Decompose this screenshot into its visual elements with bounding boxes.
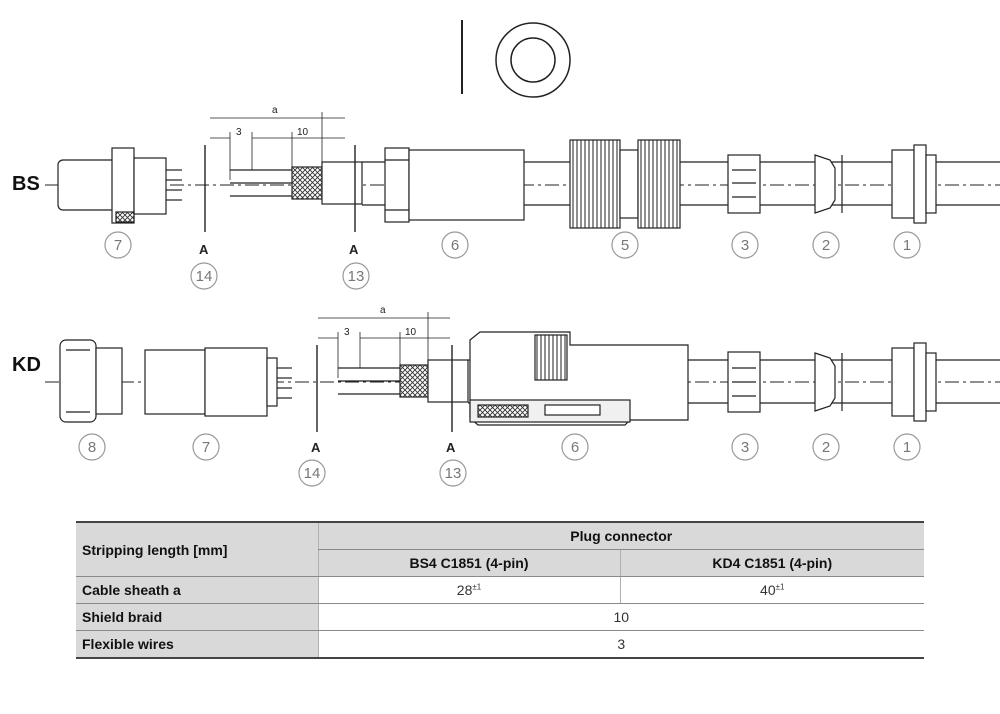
kd-callout-2: 2 [822, 439, 830, 456]
kd-callout-6: 6 [571, 439, 579, 456]
cell-bs4-sheath: 28±1 [317, 576, 620, 604]
bs-callout-1: 1 [903, 237, 911, 254]
stripping-length-table: Stripping length [mm] Plug connector BS4… [76, 521, 924, 659]
washer-detail [461, 20, 571, 98]
bs-section-a-left: A [199, 242, 209, 257]
bs-part-1-gland [891, 144, 937, 224]
bs-callout-13: 13 [348, 268, 365, 285]
kd-dim-10: 10 [405, 327, 417, 338]
kd-callout-3: 3 [741, 439, 749, 456]
bs-assembly: BS A [12, 105, 1000, 257]
bs-part-7-insert [57, 147, 182, 224]
assembly-diagram: BS A [12, 20, 1000, 487]
bs-part-3-clamp [727, 154, 761, 214]
kd-callout-7: 7 [202, 439, 210, 456]
bs-callout-6: 6 [451, 237, 459, 254]
table-col-bs4: BS4 C1851 (4-pin) [317, 549, 620, 577]
bs-callouts [104, 231, 921, 290]
bs-callout-14: 14 [196, 268, 213, 285]
bs-part-2-seal [814, 154, 843, 214]
bs-part-6-sleeve [384, 147, 525, 223]
kd-callout-13: 13 [445, 465, 462, 482]
kd-callout-8: 8 [88, 439, 96, 456]
kd-assembly: KD A [12, 305, 1000, 455]
kd-section-a-left: A [311, 440, 321, 455]
kd-stripped-cable [338, 359, 469, 403]
table-row: Cable sheath a 28±1 40±1 [76, 576, 924, 604]
cell-kd4-sheath: 40±1 [619, 576, 924, 604]
table-row: Flexible wires 3 [76, 630, 924, 659]
bs-dimensions [210, 112, 345, 180]
table-col-kd4: KD4 C1851 (4-pin) [619, 549, 924, 577]
kd-section-a-right: A [446, 440, 456, 455]
bs-dim-10: 10 [297, 127, 309, 138]
kd-callouts [78, 433, 921, 487]
kd-callout-14: 14 [304, 465, 321, 482]
bs-section-a-right: A [349, 242, 359, 257]
row-label-bs: BS [12, 173, 40, 195]
bs-part-5-nut [569, 139, 681, 229]
row-label-shield-braid: Shield braid [76, 603, 318, 631]
table-title: Stripping length [mm] [76, 521, 318, 577]
kd-part-7-body [144, 347, 292, 417]
kd-dimensions [318, 312, 450, 378]
cell-shield-braid: 10 [317, 603, 924, 631]
bs-callout-5: 5 [621, 237, 629, 254]
row-label-kd: KD [12, 354, 41, 376]
kd-part-1-gland [891, 342, 937, 422]
kd-callout-1: 1 [903, 439, 911, 456]
kd-part-6-housing [469, 331, 689, 426]
cell-flexible-wires: 3 [317, 630, 924, 659]
kd-dim-a: a [380, 305, 386, 316]
bs-callout-2: 2 [822, 237, 830, 254]
row-label-flexible-wires: Flexible wires [76, 630, 318, 659]
bs-stripped-cable [230, 161, 363, 205]
kd-part-8-cap [59, 339, 123, 423]
bs-dim-3: 3 [236, 127, 242, 138]
bs-callout-7: 7 [114, 237, 122, 254]
table-group-header: Plug connector [317, 521, 924, 550]
bs-dim-a: a [272, 105, 278, 116]
bs-callout-3: 3 [741, 237, 749, 254]
kd-part-2-seal [814, 352, 843, 412]
row-label-cable-sheath: Cable sheath a [76, 576, 318, 604]
table-row: Shield braid 10 [76, 603, 924, 631]
kd-part-3-clamp [727, 351, 761, 413]
kd-dim-3: 3 [344, 327, 350, 338]
